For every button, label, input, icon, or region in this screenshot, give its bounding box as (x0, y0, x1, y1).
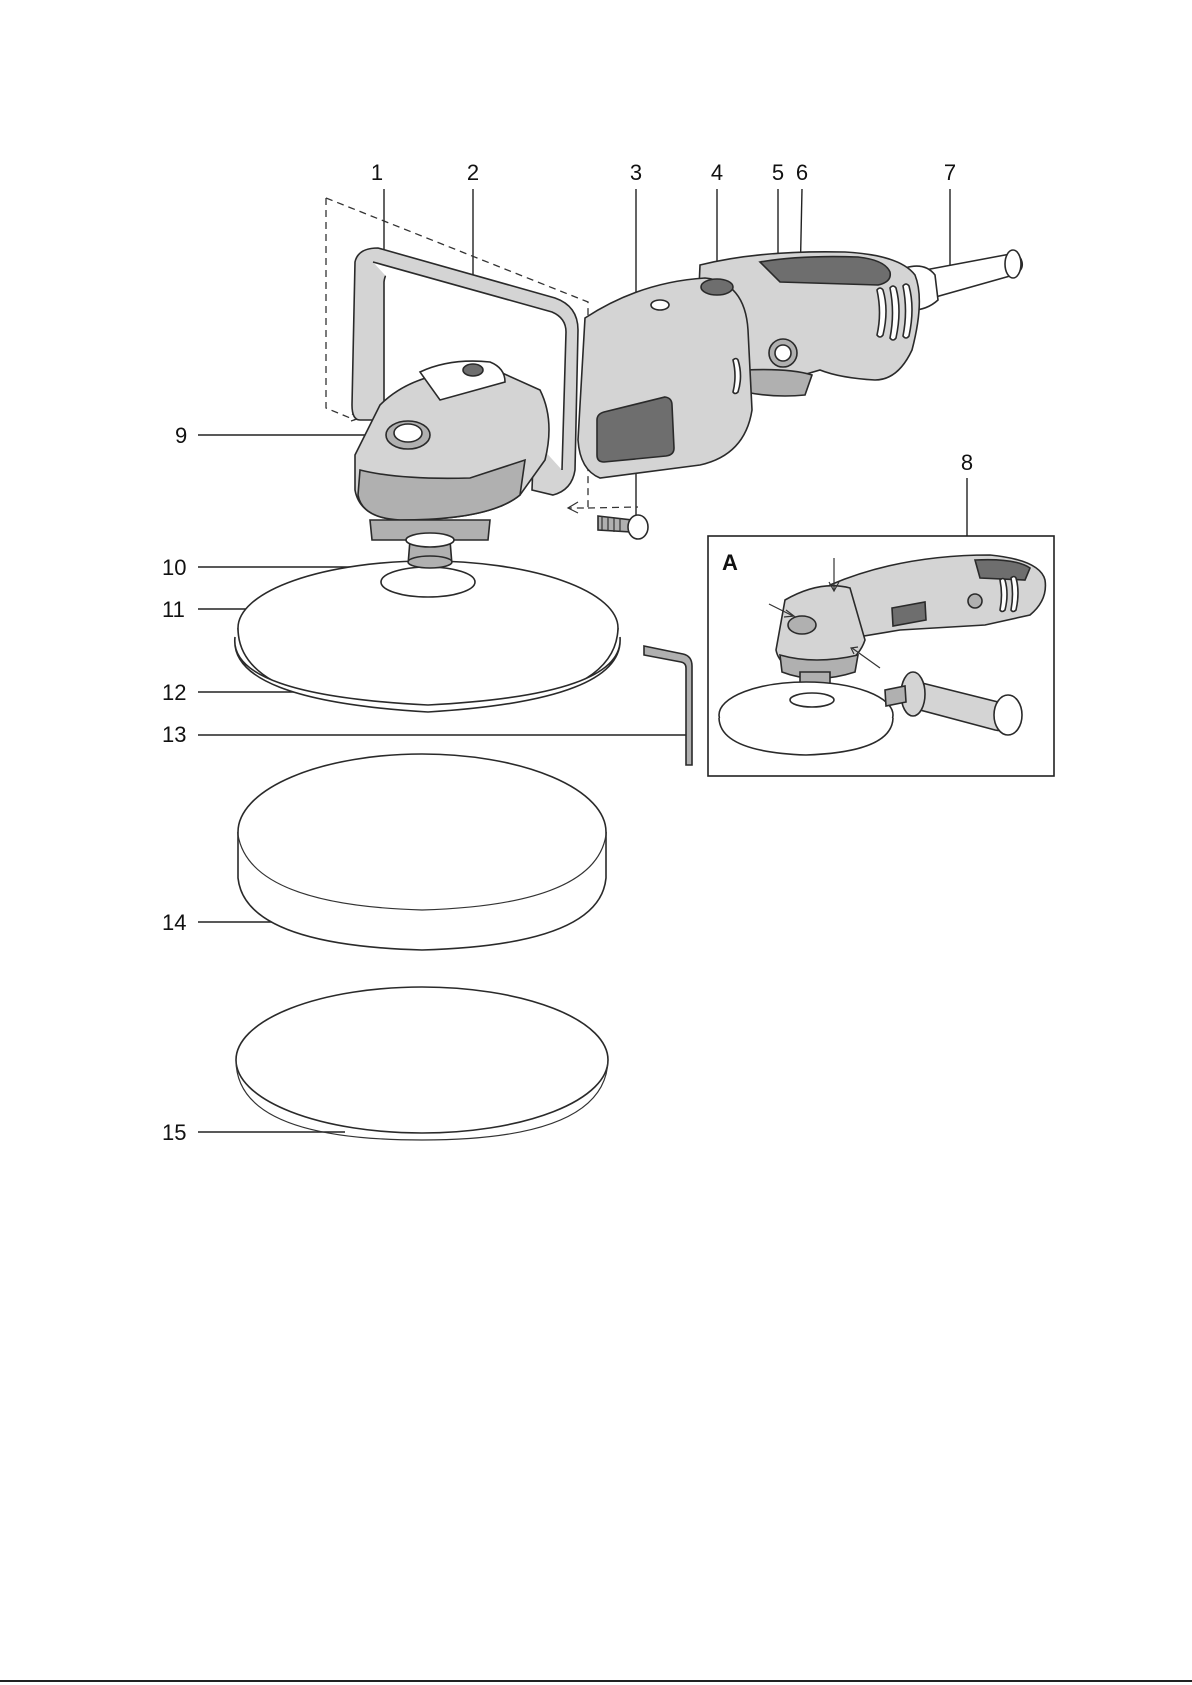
foam-pad-part (238, 754, 606, 950)
polisher-main-unit (352, 248, 1022, 540)
vent-slots (877, 284, 912, 340)
callout-2: 2 (467, 160, 479, 185)
inset-a: A (708, 536, 1054, 776)
page-footer-rule (0, 1680, 1192, 1682)
polishing-disc-part (236, 987, 608, 1140)
callout-14: 14 (162, 910, 186, 935)
callout-5: 5 (772, 160, 784, 185)
callout-3: 3 (630, 160, 642, 185)
callout-7: 7 (944, 160, 956, 185)
backing-pad-assembly (235, 533, 620, 712)
callout-6: 6 (796, 160, 808, 185)
callout-15: 15 (162, 1120, 186, 1145)
callout-10: 10 (162, 555, 186, 580)
callout-11: 11 (162, 597, 185, 622)
callout-9: 9 (175, 423, 187, 448)
callout-12: 12 (162, 680, 186, 705)
callout-1: 1 (371, 160, 383, 185)
callout-4: 4 (711, 160, 723, 185)
callout-8: 8 (961, 450, 973, 475)
callout-13: 13 (162, 722, 186, 747)
inset-label: A (722, 550, 738, 575)
hex-key-part (644, 646, 692, 765)
bolt-part (598, 515, 648, 539)
